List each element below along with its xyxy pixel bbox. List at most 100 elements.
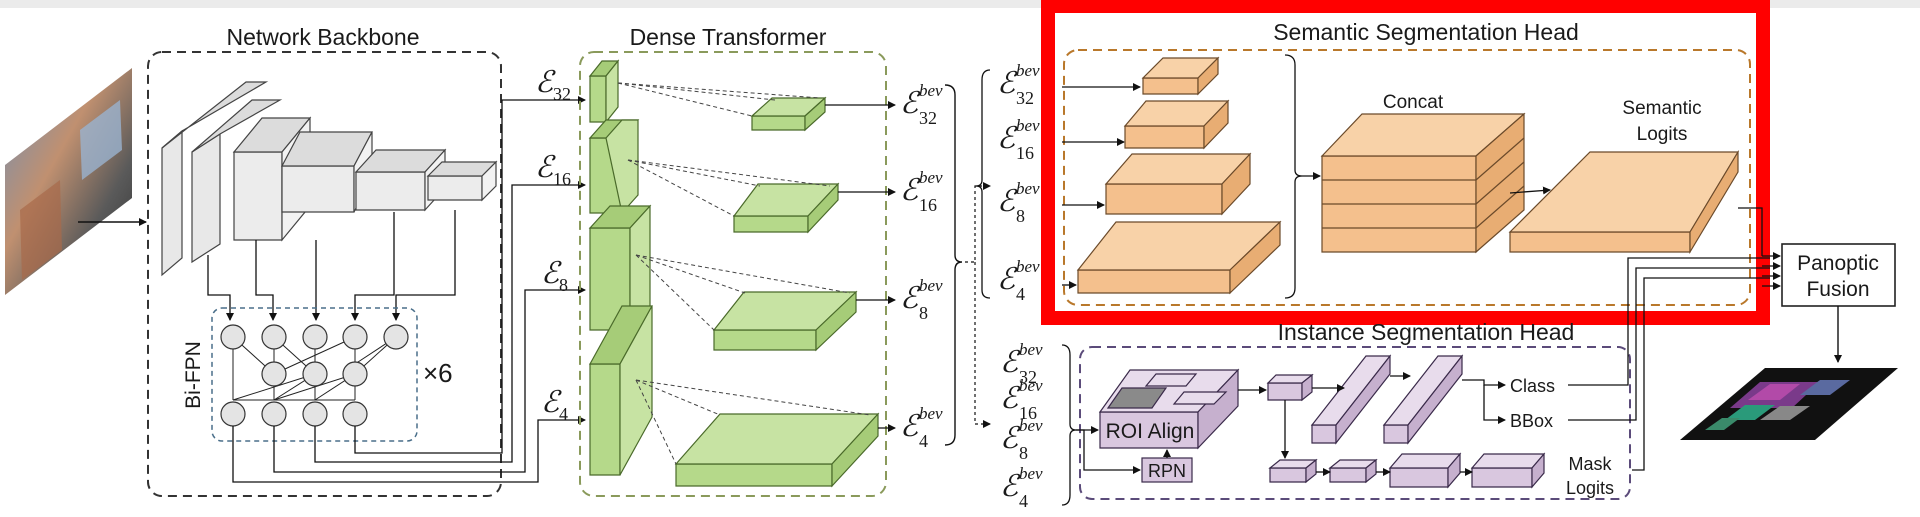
feature-label-e32: ℰ 32 (535, 66, 571, 104)
svg-text:ℰ: ℰ (1000, 470, 1021, 503)
svg-text:16: 16 (919, 195, 937, 215)
svg-text:ℰ: ℰ (997, 67, 1018, 100)
svg-text:ℰ: ℰ (997, 122, 1018, 155)
svg-text:ℰ: ℰ (1000, 422, 1021, 455)
bev-label-32-ins: ℰ 32 bev (1000, 340, 1043, 387)
bev-label-8-sem: ℰ 8 bev (997, 179, 1040, 226)
bev-label-4-ins: ℰ 4 bev (1000, 464, 1043, 511)
svg-text:8: 8 (919, 303, 928, 323)
svg-text:bev: bev (1016, 257, 1040, 276)
instance-flow-arrows (1281, 372, 1506, 476)
bev-label-16-a: ℰ 16 bev (900, 168, 943, 215)
panoptic-fusion-label-2: Fusion (1806, 278, 1869, 301)
bifpn-repeat: ×6 (423, 358, 453, 388)
svg-text:bev: bev (1016, 61, 1040, 80)
bev-label-32-a: ℰ 32 bev (900, 81, 943, 128)
dense-transformer-title: Dense Transformer (630, 24, 827, 50)
bev-split-arrows (965, 182, 991, 428)
svg-text:bev: bev (919, 81, 943, 100)
svg-text:bev: bev (919, 276, 943, 295)
feature-label-e4: ℰ 4 (541, 386, 568, 424)
svg-text:ℰ: ℰ (541, 257, 562, 290)
svg-text:8: 8 (1019, 443, 1028, 463)
semantic-logits-label-2: Logits (1637, 124, 1688, 145)
feature-label-e8: ℰ 8 (541, 257, 568, 295)
svg-text:4: 4 (1016, 284, 1025, 304)
semantic-input-arrows (1062, 83, 1141, 289)
svg-text:bev: bev (919, 168, 943, 187)
bev-label-32-sem: ℰ 32 bev (997, 61, 1040, 108)
semantic-highlight-box (1041, 0, 1770, 325)
bifpn-label: Bi-FPN (182, 341, 205, 409)
backbone-title: Network Backbone (226, 24, 419, 50)
roi-align-block (1098, 368, 1240, 450)
transformer-blocks (588, 59, 880, 488)
semantic-blocks (1076, 56, 1282, 295)
top-strip (0, 0, 1920, 8)
panoptic-output-image (1680, 368, 1898, 440)
svg-text:ℰ: ℰ (900, 282, 921, 315)
rpn-label: RPN (1148, 461, 1186, 481)
svg-text:bev: bev (1016, 179, 1040, 198)
bifpn-output-lines (232, 96, 586, 483)
roi-align-label: ROI Align (1106, 420, 1195, 443)
semantic-head-title: Semantic Segmentation Head (1273, 19, 1579, 45)
svg-text:4: 4 (559, 404, 568, 424)
svg-text:ℰ: ℰ (900, 410, 921, 443)
instance-head-box (1079, 346, 1631, 500)
transformer-projections (617, 82, 871, 465)
svg-text:bev: bev (919, 404, 943, 423)
instance-blocks (1266, 354, 1546, 489)
bev-label-4-a: ℰ 4 bev (900, 404, 943, 451)
svg-text:ℰ: ℰ (900, 87, 921, 120)
bev-label-4-sem: ℰ 4 bev (997, 257, 1040, 304)
fusion-input-lines (1568, 207, 1781, 471)
feature-label-e16: ℰ 16 (535, 151, 571, 189)
instance-input-brace (1061, 344, 1077, 506)
concat-label: Concat (1383, 92, 1444, 113)
svg-text:ℰ: ℰ (1000, 346, 1021, 379)
svg-text:16: 16 (553, 169, 571, 189)
svg-text:ℰ: ℰ (997, 263, 1018, 296)
mask-logits-label-2: Logits (1566, 478, 1614, 498)
svg-text:32: 32 (1019, 367, 1037, 387)
bbox-label: BBox (1510, 411, 1553, 431)
svg-text:ℰ: ℰ (900, 174, 921, 207)
svg-text:bev: bev (1019, 464, 1043, 483)
class-label: Class (1510, 376, 1555, 396)
semantic-logits-block (1508, 149, 1740, 255)
svg-text:32: 32 (919, 108, 937, 128)
svg-text:4: 4 (919, 431, 928, 451)
bev-label-16-ins: ℰ 16 bev (1000, 376, 1043, 423)
instance-head-title: Instance Segmentation Head (1278, 319, 1575, 345)
bev-label-8-a: ℰ 8 bev (900, 276, 943, 323)
svg-text:bev: bev (1019, 376, 1043, 395)
concat-block (1320, 112, 1526, 254)
semantic-logits-label-1: Semantic (1622, 98, 1701, 119)
svg-text:bev: bev (1019, 416, 1043, 435)
input-image (5, 68, 132, 295)
svg-text:ℰ: ℰ (535, 66, 556, 99)
svg-text:bev: bev (1019, 340, 1043, 359)
svg-text:ℰ: ℰ (535, 151, 556, 184)
svg-text:ℰ: ℰ (1000, 382, 1021, 415)
svg-text:ℰ: ℰ (541, 386, 562, 419)
backbone-blocks (161, 81, 498, 277)
mask-logits-label-1: Mask (1568, 454, 1612, 474)
backbone-box (147, 51, 502, 497)
concat-brace (1284, 54, 1303, 299)
svg-text:ℰ: ℰ (997, 185, 1018, 218)
bifpn-nodes (220, 324, 409, 427)
bev-brace (944, 84, 963, 446)
bev-label-8-ins: ℰ 8 bev (1000, 416, 1043, 463)
semantic-input-brace (975, 69, 991, 299)
panoptic-fusion-label-1: Panoptic (1797, 252, 1879, 275)
svg-text:16: 16 (1016, 143, 1034, 163)
svg-text:16: 16 (1019, 403, 1037, 423)
dense-transformer-box (579, 51, 887, 497)
svg-text:bev: bev (1016, 116, 1040, 135)
transformer-output-arrows (825, 101, 896, 432)
svg-text:32: 32 (553, 84, 571, 104)
svg-text:32: 32 (1016, 88, 1034, 108)
